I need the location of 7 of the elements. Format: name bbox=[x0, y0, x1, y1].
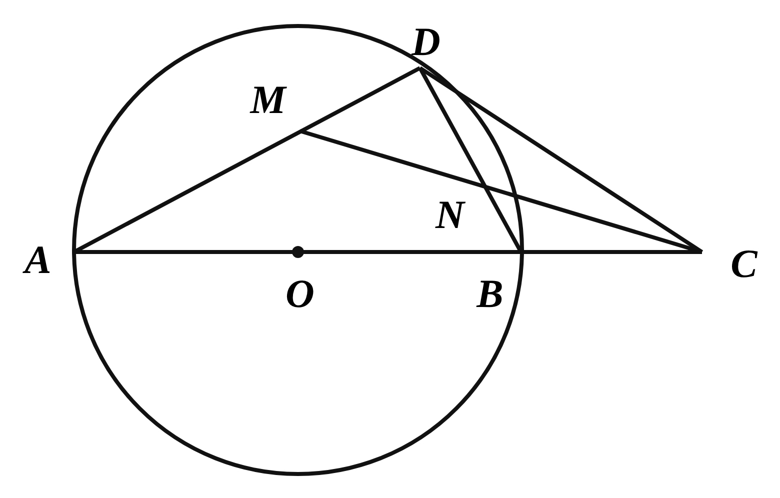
point-label: B bbox=[476, 274, 504, 314]
point-label: A bbox=[24, 240, 52, 280]
point-label: D bbox=[412, 22, 440, 62]
point-label: N bbox=[436, 195, 464, 235]
point-label: M bbox=[250, 80, 286, 120]
point-label: C bbox=[730, 244, 758, 284]
point-label: O bbox=[286, 274, 314, 314]
